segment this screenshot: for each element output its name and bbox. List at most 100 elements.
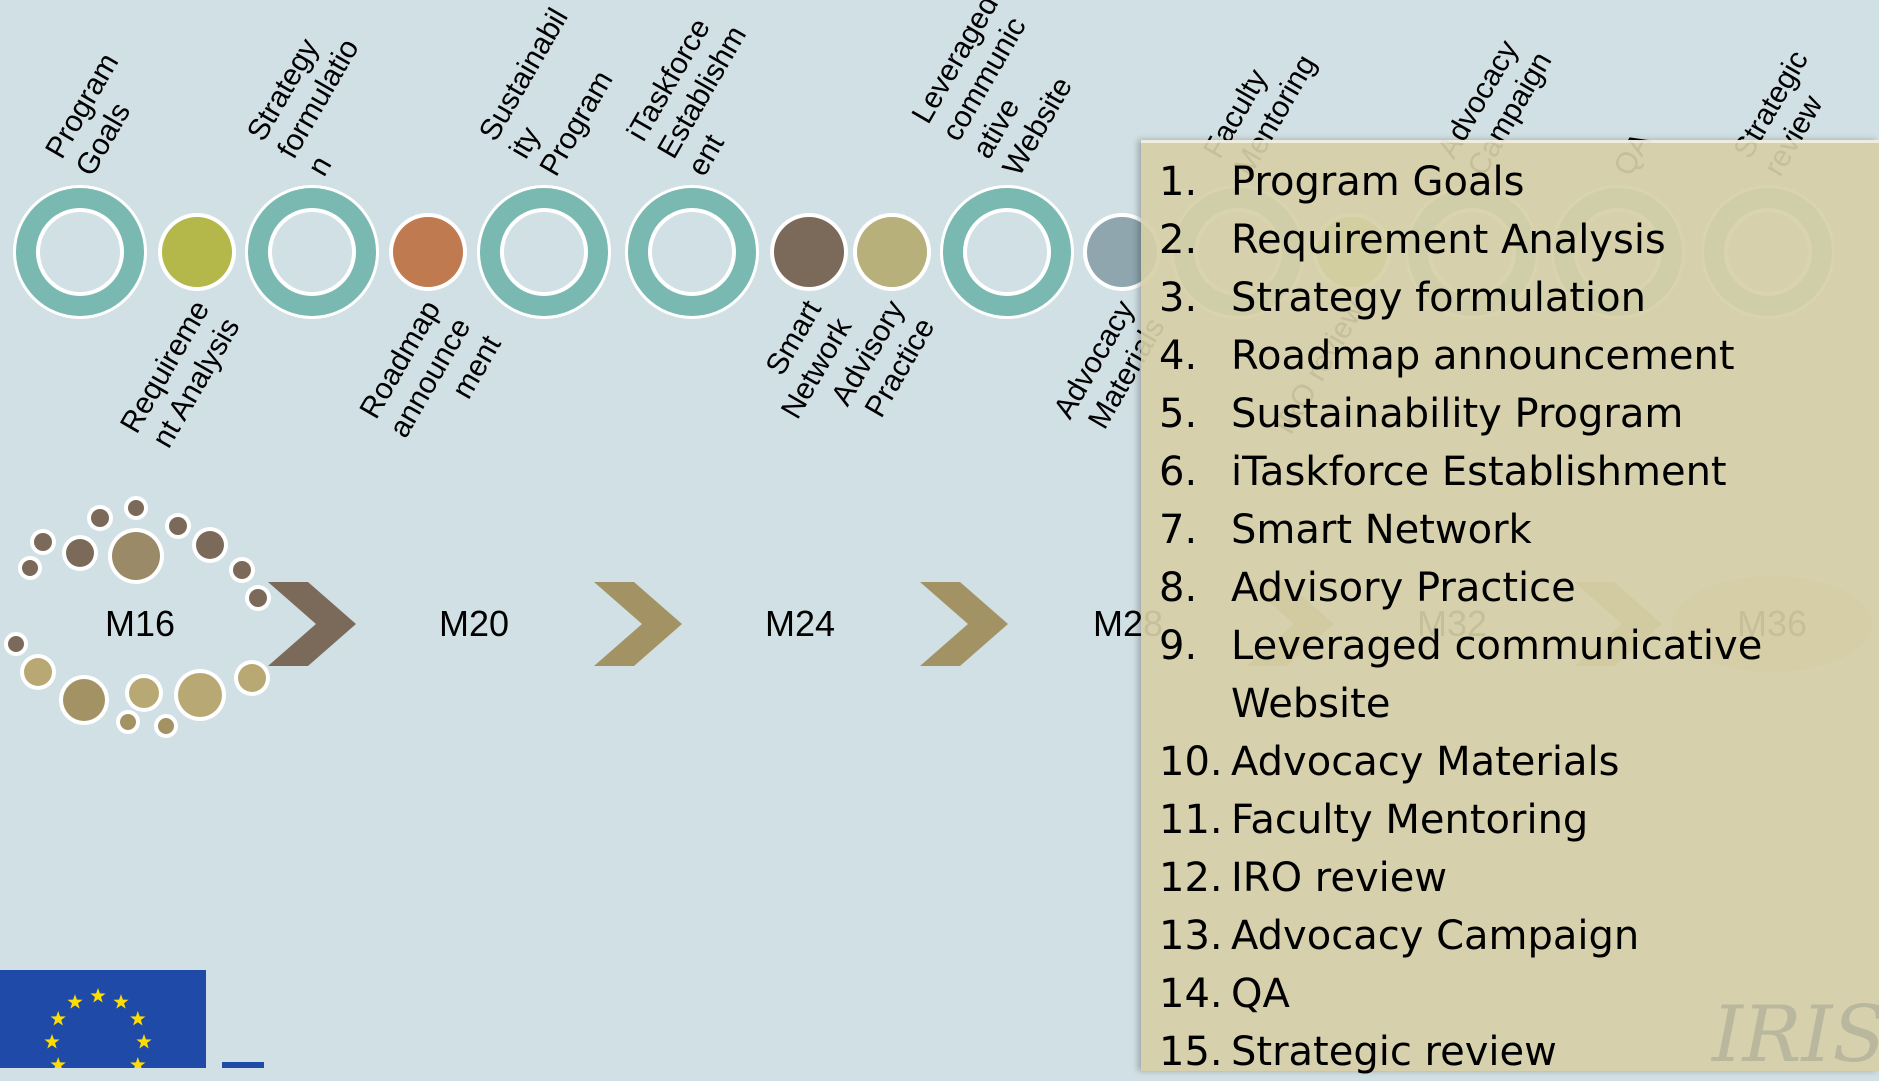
- decorative-dot: [22, 560, 38, 576]
- milestone-ring-hole: [504, 212, 584, 292]
- legend-text: iTaskforce Establishment: [1231, 449, 1727, 495]
- legend-number: 3.: [1159, 275, 1198, 321]
- decorative-dot: [249, 589, 267, 607]
- legend-number: 13.: [1159, 913, 1223, 959]
- legend-item: 5. Sustainability Program: [1159, 385, 1879, 443]
- legend-number: 1.: [1159, 159, 1198, 205]
- legend-number: 12.: [1159, 855, 1223, 901]
- legend-text: Requirement Analysis: [1231, 217, 1666, 263]
- milestone-label: Strategyformulation: [241, 16, 396, 182]
- decorative-dot: [128, 500, 144, 516]
- legend-text: QA: [1231, 971, 1290, 1017]
- legend-item: 9. Leveraged communicative Website: [1159, 617, 1879, 733]
- legend-text: IRO review: [1231, 855, 1448, 901]
- eu-star-icon: [130, 1057, 146, 1072]
- legend-text: Roadmap announcement: [1231, 333, 1735, 379]
- decorative-dot: [24, 658, 52, 686]
- eu-star-icon: [113, 994, 129, 1009]
- legend-item: 1.Program Goals: [1159, 153, 1879, 211]
- eu-star-icon: [50, 1011, 66, 1026]
- eu-stars-icon: [44, 988, 152, 1081]
- eu-star-icon: [136, 1034, 152, 1049]
- legend-item: 6. iTaskforce Establishment: [1159, 443, 1879, 501]
- legend-text: Sustainability Program: [1231, 391, 1684, 437]
- milestone-ring-hole: [40, 212, 120, 292]
- legend-number: 8.: [1159, 565, 1198, 611]
- legend-item: 2. Requirement Analysis: [1159, 211, 1879, 269]
- milestone-label: SustainabilityProgram: [473, 3, 636, 182]
- decorative-dot: [169, 517, 187, 535]
- milestone-dot: [393, 217, 463, 287]
- legend-item: 4.Roadmap announcement: [1159, 327, 1879, 385]
- legend-number: 5.: [1159, 391, 1198, 437]
- milestone-dot: [774, 217, 844, 287]
- legend-item: 14.QA: [1159, 965, 1879, 1023]
- milestone-ring-hole: [967, 212, 1047, 292]
- chevron-arrow-icon: [594, 582, 682, 666]
- decorative-dot: [238, 664, 266, 692]
- decorative-dot: [233, 561, 251, 579]
- milestone-6: iTaskforceEstablishment: [621, 3, 784, 319]
- legend-text: Faculty Mentoring: [1231, 797, 1589, 843]
- legend-item: 7.Smart Network: [1159, 501, 1879, 559]
- month-label: M24: [765, 603, 835, 644]
- milestone-label: Roadmapannouncement: [353, 294, 508, 460]
- decorative-dot: [196, 531, 224, 559]
- chevron-arrow-icon: [920, 582, 1008, 666]
- legend-number: 2.: [1159, 217, 1198, 263]
- legend-text: Advisory Practice: [1231, 565, 1576, 611]
- chevron-arrow-icon: [268, 582, 356, 666]
- legend-number: 10.: [1159, 739, 1223, 785]
- legend-item: 11.Faculty Mentoring: [1159, 791, 1879, 849]
- milestone-ring-hole: [272, 212, 352, 292]
- eu-star-icon: [130, 1011, 146, 1026]
- eu-star-icon: [44, 1034, 60, 1049]
- decorative-dot: [8, 636, 24, 652]
- legend-item: 3.Strategy formulation: [1159, 269, 1879, 327]
- milestone-label-line: Program: [533, 65, 619, 181]
- legend-item: 8. Advisory Practice: [1159, 559, 1879, 617]
- legend-number: 6.: [1159, 449, 1198, 495]
- legend-text: Advocacy Campaign: [1231, 913, 1640, 959]
- milestone-5: SustainabilityProgram: [473, 3, 636, 319]
- decorative-dot: [158, 718, 174, 734]
- legend-item: 12.IRO review: [1159, 849, 1879, 907]
- milestone-label: Requirement Analysis: [114, 295, 246, 456]
- decorative-dot: [63, 679, 105, 721]
- milestone-label: ProgramGoals: [39, 48, 155, 182]
- legend-number: 14.: [1159, 971, 1223, 1017]
- legend-item: 15.Strategic review: [1159, 1023, 1879, 1081]
- legend-number: 9.: [1159, 623, 1198, 669]
- decorative-dot: [112, 532, 160, 580]
- legend-number: 11.: [1159, 797, 1223, 843]
- decorative-dot: [91, 509, 109, 527]
- legend-text: Strategic review: [1231, 1029, 1557, 1075]
- legend-number: 7.: [1159, 507, 1198, 553]
- iris-logo: IRIS: [1712, 990, 1879, 1080]
- eu-flag-partial: [222, 1062, 264, 1068]
- decorative-dot: [66, 539, 94, 567]
- milestone-9: LeveragedcommunicativeWebsite: [906, 0, 1096, 319]
- eu-star-icon: [67, 994, 83, 1009]
- milestone-label: LeveragedcommunicativeWebsite: [906, 0, 1096, 182]
- milestone-dot: [1087, 217, 1157, 287]
- decorative-dot: [34, 533, 52, 551]
- milestone-label: iTaskforceEstablishment: [621, 3, 784, 182]
- decorative-dot: [120, 714, 136, 730]
- milestone-ring-hole: [652, 212, 732, 292]
- legend-item: 10.Advocacy Materials: [1159, 733, 1879, 791]
- milestone-label: AdvisoryPractice: [825, 295, 941, 429]
- milestone-dot: [857, 217, 927, 287]
- decorative-dot: [178, 673, 222, 717]
- legend-text: Advocacy Materials: [1231, 739, 1620, 785]
- legend-item: 13.Advocacy Campaign: [1159, 907, 1879, 965]
- decorative-dots: [4, 496, 271, 738]
- eu-star-icon: [50, 1057, 66, 1072]
- legend-text: Leveraged communicative Website: [1231, 623, 1763, 727]
- month-label: M20: [439, 603, 509, 644]
- decorative-dot: [129, 678, 159, 708]
- milestone-1: ProgramGoals: [13, 48, 155, 319]
- milestone-3: Strategyformulation: [241, 16, 396, 319]
